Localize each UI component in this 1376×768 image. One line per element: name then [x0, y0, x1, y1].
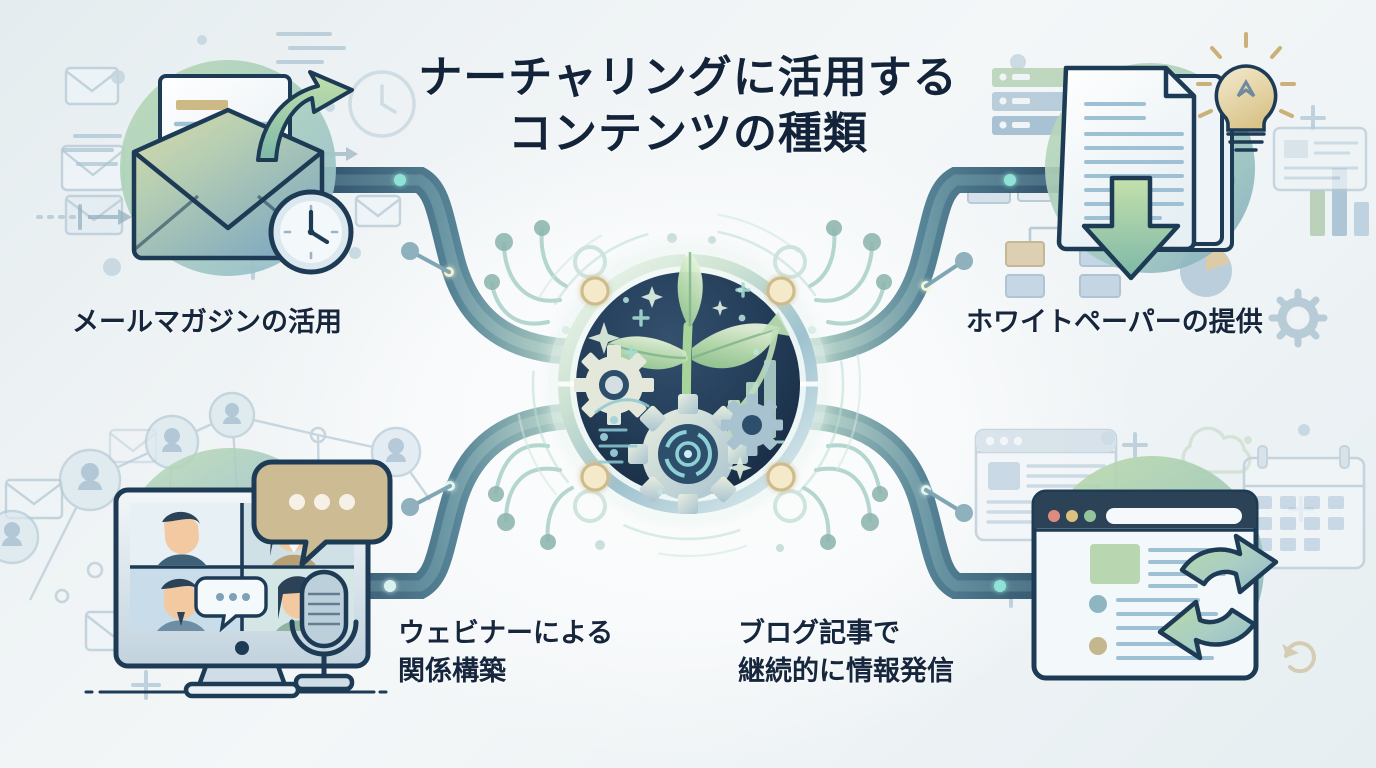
hub-circuit-lines	[594, 398, 650, 464]
circuit-tendril-endpoints	[484, 220, 892, 550]
background-line-decorations	[62, 32, 346, 166]
download-arrow-icon	[1081, 175, 1181, 281]
lightbulb-icon	[1196, 32, 1296, 152]
pipe-to-white-paper	[781, 167, 1235, 365]
pipe-to-blog	[781, 403, 1235, 599]
circuit-tendrils	[490, 228, 886, 542]
background-calendar-icon	[1242, 445, 1366, 570]
right-gear-icon	[721, 394, 783, 456]
pipe-to-webinar	[147, 403, 595, 599]
mail-magazine-illustration[interactable]	[120, 60, 354, 276]
pipe-to-mail-magazine	[147, 167, 595, 365]
background-server-rows	[992, 68, 1076, 135]
sprout-icon	[607, 251, 781, 475]
blog-illustration[interactable]	[1031, 456, 1279, 681]
dotted-arrow-decoration	[36, 204, 132, 230]
chat-bubble-small-icon	[194, 576, 268, 633]
send-arrow-icon	[256, 70, 354, 162]
node-label-webinar: ウェビナーによる 関係構築	[398, 618, 614, 686]
hub-halo-dots	[562, 233, 816, 552]
background-refresh-small-icon	[1282, 641, 1316, 674]
hub-circuit-dots	[600, 416, 618, 457]
hub-halo-rings	[514, 210, 862, 558]
webinar-illustration[interactable]	[113, 448, 393, 699]
node-label-mail-magazine: メールマガジンの活用	[72, 307, 342, 337]
central-hub[interactable]	[548, 244, 828, 524]
microphone-icon	[289, 569, 359, 692]
node-label-blog: ブログ記事で 継続的に情報発信	[738, 618, 954, 686]
participant-avatar	[157, 578, 205, 631]
hub-connector-nubs	[580, 276, 796, 492]
browser-window-icon	[1031, 489, 1259, 681]
refresh-cycle-icon	[1157, 533, 1279, 661]
chat-bubble-icon	[251, 459, 393, 567]
center-gear-icon	[628, 394, 748, 514]
node-label-white-paper: ホワイトペーパーの提供	[966, 307, 1263, 337]
schedule-clock-icon	[268, 189, 354, 275]
hub-plus-marks	[624, 282, 751, 359]
background-gear-icon	[1268, 288, 1328, 348]
participant-avatar	[158, 511, 206, 565]
white-paper-illustration[interactable]	[1045, 32, 1296, 281]
left-gear-icon	[574, 345, 654, 425]
background-window-card	[1272, 126, 1368, 192]
hub-sparkles	[588, 286, 752, 480]
hub-micro-dots	[623, 287, 759, 495]
background-clock-icon	[348, 70, 416, 138]
